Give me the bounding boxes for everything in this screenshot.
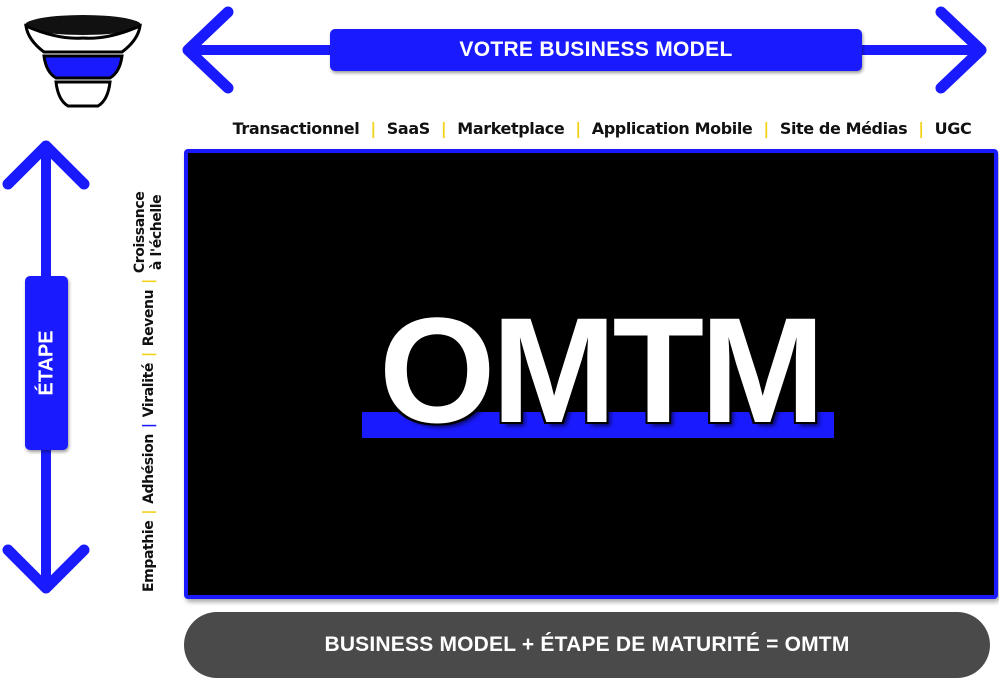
stage-label: ÉTAPE [35, 330, 57, 396]
separator: | [141, 509, 157, 515]
business-model-list: Transactionnel | SaaS | Marketplace | Ap… [212, 113, 992, 143]
stage-item: Adhésion [141, 434, 157, 504]
funnel-icon [24, 15, 142, 108]
omtm-panel [184, 149, 998, 599]
model-item: SaaS [386, 118, 430, 138]
stage-list: Empathie | Adhésion | Viralité | Revenu … [118, 152, 180, 592]
separator: | [370, 118, 376, 138]
stage-item: Revenu [141, 289, 157, 347]
business-model-label: VOTRE BUSINESS MODEL [330, 29, 862, 71]
model-item: Application Mobile [591, 118, 753, 138]
model-item: Transactionnel [232, 118, 360, 138]
separator: | [763, 118, 769, 138]
model-item: Site de Médias [779, 118, 908, 138]
omtm-title: OMTM [378, 285, 825, 454]
separator: | [440, 118, 447, 138]
omtm-underline [362, 412, 834, 438]
model-item: Marketplace [457, 118, 565, 138]
separator: | [141, 423, 157, 429]
separator: | [141, 352, 157, 358]
stage-item-scale: Croissance à l'échelle [132, 192, 166, 273]
stage-item: Empathie [141, 520, 157, 592]
separator: | [918, 118, 924, 138]
separator: | [575, 118, 581, 138]
separator: | [141, 279, 157, 284]
stage-label-box: ÉTAPE [25, 276, 68, 450]
model-item: UGC [934, 118, 972, 138]
formula-banner: BUSINESS MODEL + ÉTAPE DE MATURITÉ = OMT… [184, 612, 990, 678]
stage-line: à l'échelle [149, 194, 165, 271]
stage-line: Croissance [132, 191, 148, 274]
stage-item: Viralité [141, 363, 157, 418]
